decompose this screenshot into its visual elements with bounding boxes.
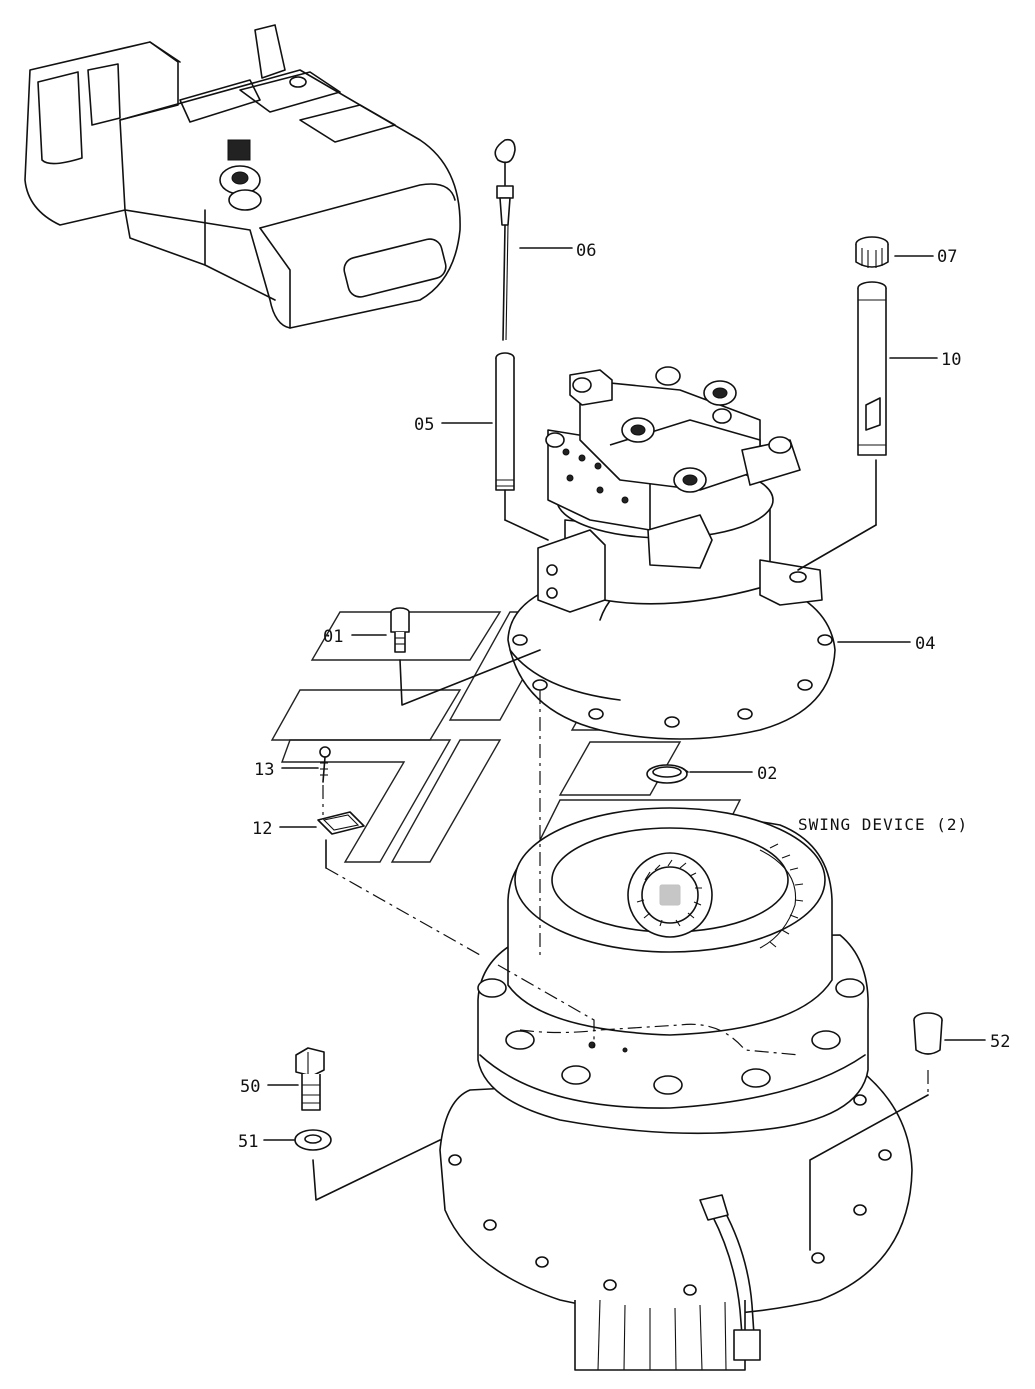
callout-10: 10 [941, 350, 961, 370]
tube-05 [495, 352, 549, 541]
callout-04: 04 [915, 634, 935, 654]
bolt-50 [295, 1047, 325, 1111]
washer-51 [294, 1129, 441, 1201]
screw-13 [319, 746, 331, 783]
callout-07: 07 [937, 247, 957, 267]
dipstick-06 [494, 138, 516, 341]
callout-05: 05 [414, 415, 434, 435]
callout-52: 52 [990, 1032, 1010, 1052]
callout-50: 50 [240, 1077, 260, 1097]
reduction-gear-housing [439, 807, 913, 1371]
name-plate-12 [317, 785, 481, 956]
pipe-10 [797, 281, 887, 571]
plug-52 [809, 1012, 943, 1251]
diagram-caption: SWING DEVICE (2) [798, 815, 968, 834]
callout-13: 13 [254, 760, 274, 780]
thumbnail-swing-device-marker [219, 139, 262, 211]
callout-01: 01 [323, 627, 343, 647]
swing-motor-assembly [507, 366, 836, 740]
callout-06: 06 [576, 241, 596, 261]
bolt-01 [390, 607, 541, 706]
excavator-location-thumbnail [24, 24, 461, 329]
snap-ring-02 [646, 764, 689, 784]
callout-leaders [263, 247, 986, 1141]
callout-02: 02 [757, 764, 777, 784]
callout-51: 51 [238, 1132, 258, 1152]
callout-12: 12 [252, 819, 272, 839]
cap-07 [855, 236, 889, 268]
